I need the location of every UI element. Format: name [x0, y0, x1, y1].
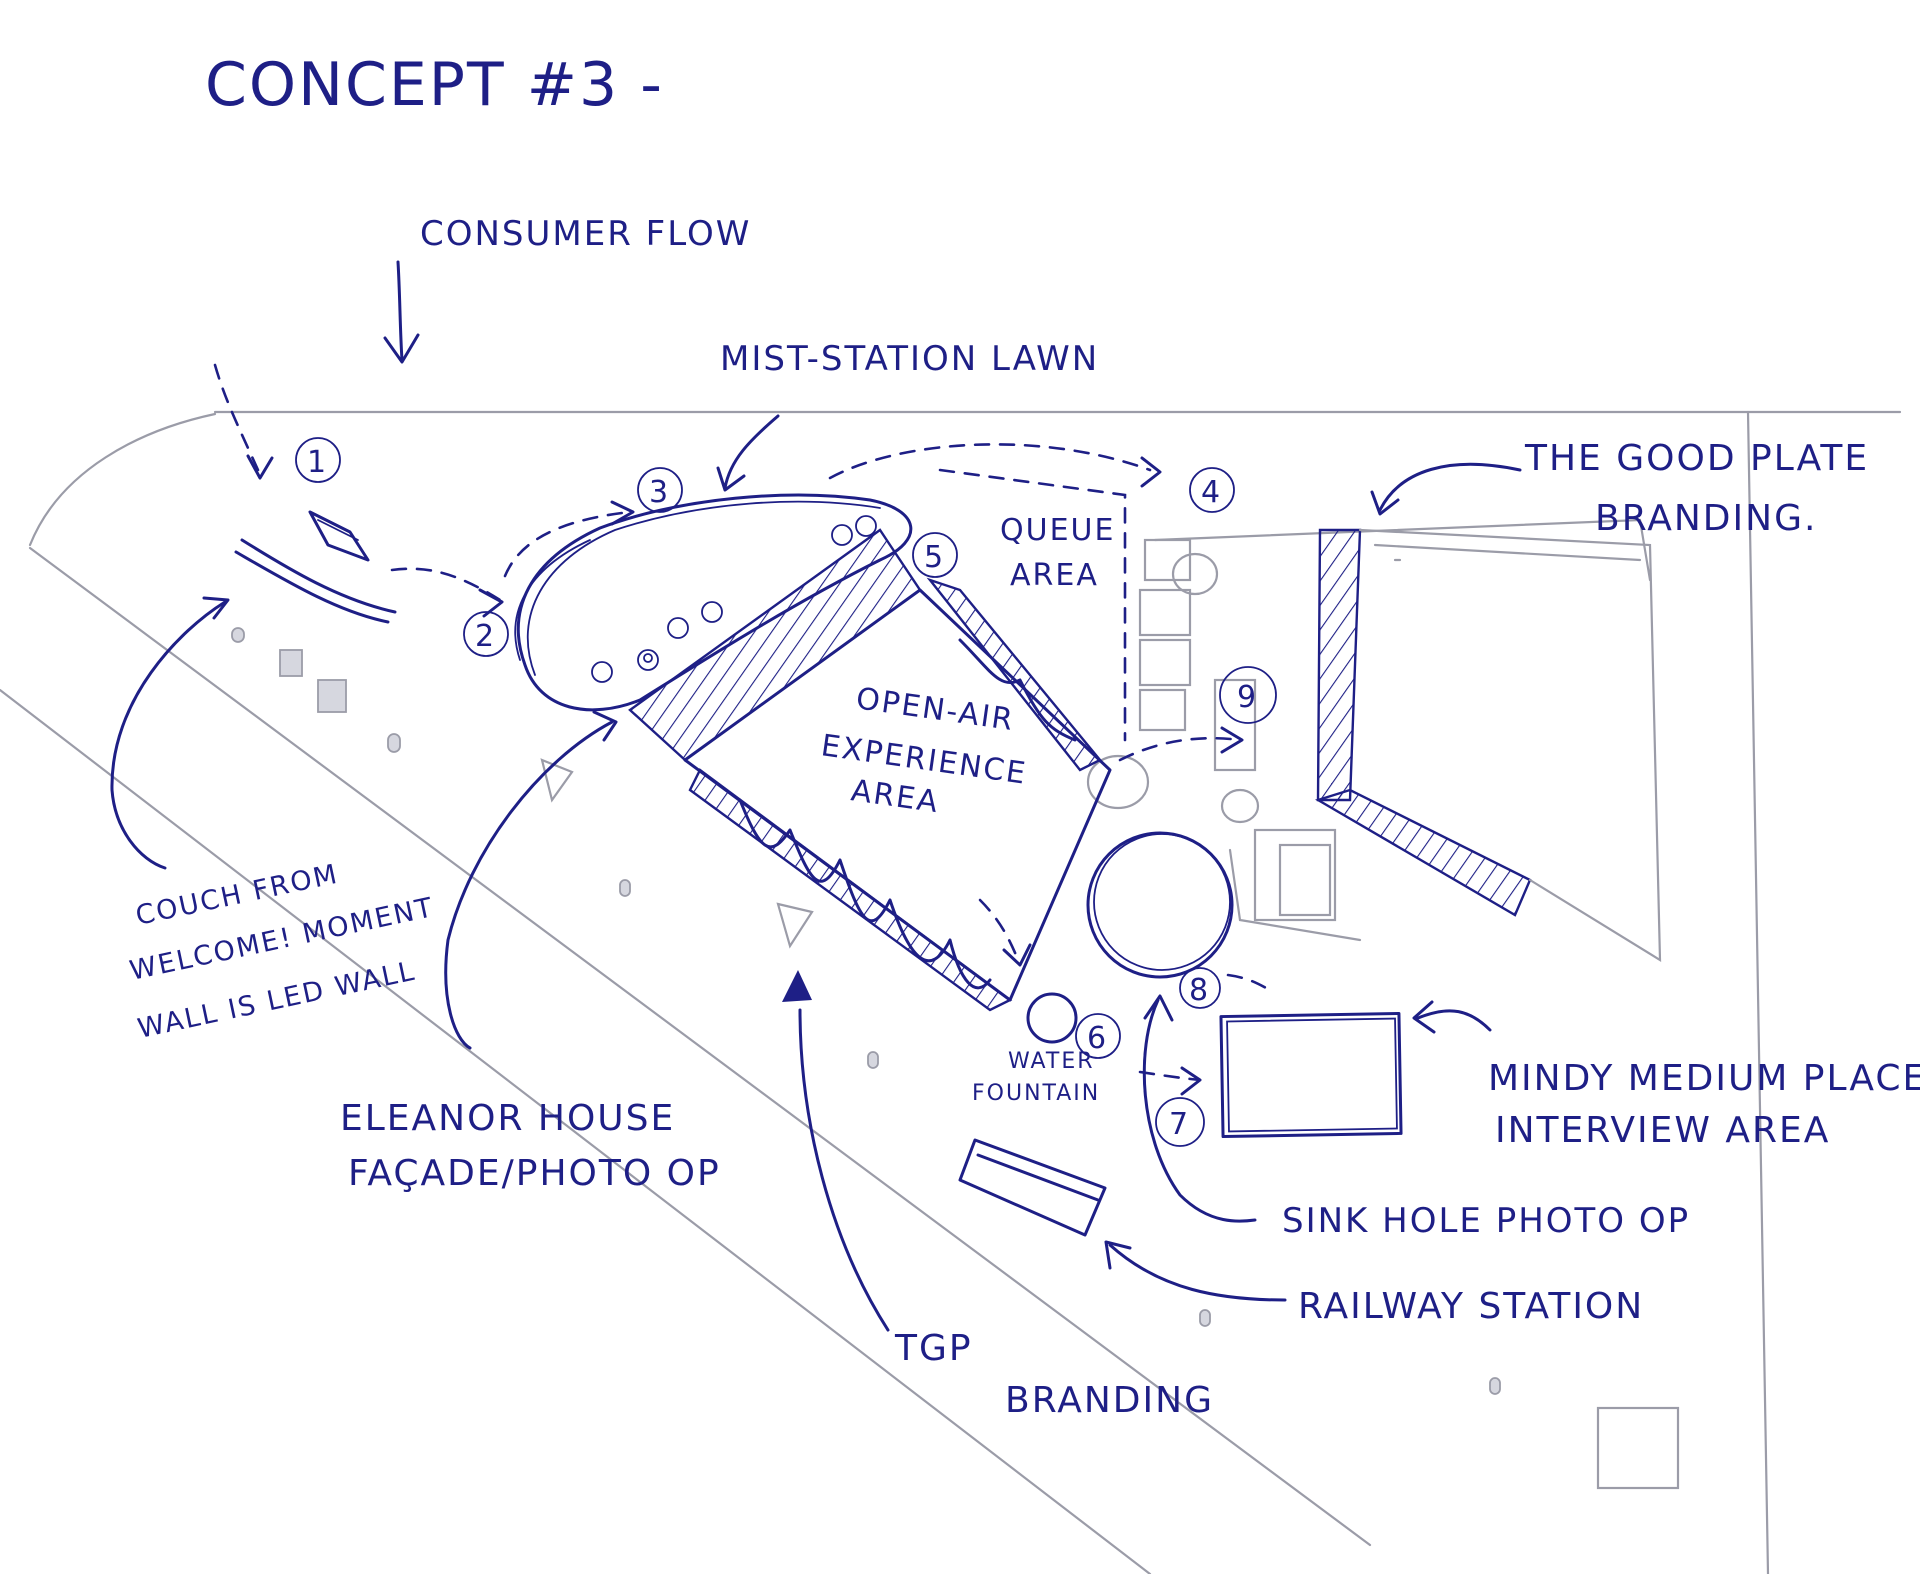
tgp-pointer-arrow	[798, 1008, 890, 1332]
flow-path-2	[390, 567, 502, 602]
label-railway: RAILWAY STATION	[1298, 1286, 1644, 1327]
label-good-plate-line-2: BRANDING.	[1595, 498, 1817, 539]
label-consumer-flow: CONSUMER FLOW	[420, 214, 751, 254]
label-water-line-1: WATER	[1008, 1049, 1095, 1074]
label-tgp-line-2: BRANDING	[1005, 1380, 1214, 1421]
label-mist-station-lawn: MIST-STATION LAWN	[720, 339, 1099, 379]
svg-text:4: 4	[1201, 475, 1220, 510]
marker-5: 5	[912, 532, 958, 578]
railway-pointer-arrow	[1108, 1243, 1287, 1302]
sinkhole-pointer-arrow	[1142, 998, 1257, 1223]
svg-text:8: 8	[1189, 973, 1208, 1008]
svg-text:2: 2	[475, 619, 494, 654]
label-good-plate-line-1: THE GOOD PLATE	[1524, 438, 1869, 479]
marker-3: 3	[637, 467, 683, 513]
flow-path-7	[1138, 1070, 1202, 1082]
mist-lawn-pointer-arrow	[723, 414, 780, 490]
railway-station-shape	[958, 1138, 1107, 1237]
pencil-site-outline	[0, 410, 1902, 1574]
svg-text:1: 1	[307, 445, 326, 480]
marker-7: 7	[1155, 1097, 1205, 1147]
label-sinkhole: SINK HOLE PHOTO OP	[1282, 1201, 1690, 1241]
couch-shape	[308, 510, 370, 562]
consumer-flow-arrow-icon	[383, 260, 420, 364]
queue-area-outline	[938, 468, 1127, 742]
label-mindy-line-1: MINDY MEDIUM PLACE	[1488, 1058, 1920, 1099]
label-water-line-2: FOUNTAIN	[972, 1081, 1100, 1106]
svg-text:9: 9	[1237, 680, 1256, 715]
marker-9: 9	[1219, 666, 1277, 724]
marker-8: 8	[1179, 967, 1221, 1009]
label-tgp-line-1: TGP	[894, 1328, 973, 1369]
tgp-marker-icon	[782, 970, 812, 1002]
svg-text:6: 6	[1087, 1021, 1106, 1056]
eleanor-house-facade-lawn	[514, 493, 913, 712]
open-air-experience-area	[628, 528, 1112, 1012]
water-fountain-icon	[1026, 992, 1078, 1044]
flow-path-4	[828, 443, 1152, 480]
marker-4: 4	[1189, 467, 1235, 513]
svg-text:7: 7	[1169, 1107, 1188, 1142]
label-queue-line-2: AREA	[1010, 558, 1099, 593]
svg-text:5: 5	[924, 540, 943, 575]
svg-text:3: 3	[649, 475, 668, 510]
label-open-air-line-3: AREA	[849, 773, 942, 820]
eleanor-pointer-arrow	[444, 720, 614, 1050]
flow-path-1	[213, 363, 260, 472]
couch-note-arrow	[110, 600, 227, 870]
flow-path-6	[978, 898, 1020, 962]
label-mindy-line-2: INTERVIEW AREA	[1495, 1110, 1830, 1151]
label-eleanor-line-1: ELEANOR HOUSE	[340, 1098, 675, 1139]
concept-title: CONCEPT #3 -	[205, 50, 664, 120]
flow-path-3	[503, 510, 632, 578]
interview-pointer-arrow	[1416, 1009, 1492, 1032]
label-eleanor-line-2: FAÇADE/PHOTO OP	[348, 1153, 721, 1194]
marker-1: 1	[295, 437, 341, 483]
flow-path-8	[1226, 973, 1272, 992]
sinkhole-circle	[1086, 831, 1234, 979]
marker-6: 6	[1075, 1013, 1121, 1059]
label-queue-line-1: QUEUE	[1000, 513, 1115, 548]
led-wall-shape	[240, 538, 397, 614]
label-open-air-line-1: OPEN-AIR	[854, 681, 1017, 738]
flow-path-9	[1118, 736, 1242, 762]
good-plate-branding-structure	[1315, 528, 1662, 962]
interview-area-box	[1219, 1011, 1403, 1139]
marker-2: 2	[463, 611, 509, 657]
good-plate-pointer-arrow	[1378, 462, 1522, 512]
